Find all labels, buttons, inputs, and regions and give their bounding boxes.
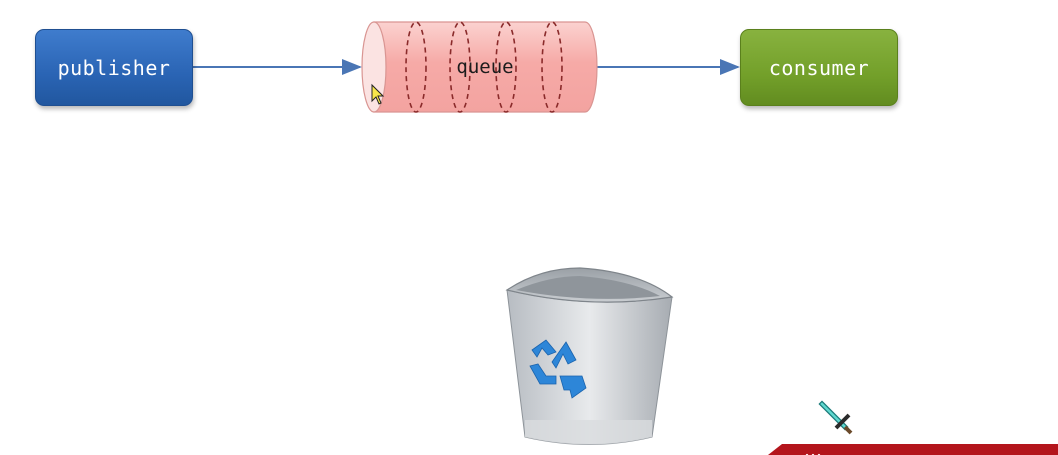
mouse-cursor-icon <box>371 83 385 105</box>
footer-banner: … <box>768 444 1058 455</box>
recycle-bin-icon[interactable] <box>505 267 674 445</box>
consumer-label: consumer <box>768 55 870 80</box>
queue-label: queue <box>456 56 514 78</box>
queue-cylinder <box>361 21 598 113</box>
consumer-node[interactable]: consumer <box>740 29 898 106</box>
publisher-node[interactable]: publisher <box>35 29 193 106</box>
pixel-sword-icon <box>818 400 853 435</box>
publisher-label: publisher <box>57 55 171 80</box>
